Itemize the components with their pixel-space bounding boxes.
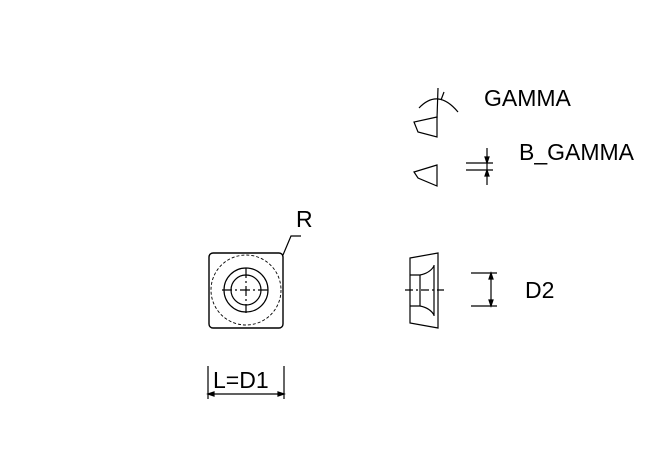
length-dimension (206, 366, 286, 399)
radius-leader (282, 235, 301, 256)
gamma-label: GAMMA (484, 85, 571, 111)
b-gamma-icon (413, 148, 493, 187)
d2-label: D2 (525, 277, 555, 303)
insert-side-view (405, 252, 444, 329)
insert-top-view (208, 252, 284, 329)
d2-dimension (471, 271, 497, 308)
b-gamma-label: B_GAMMA (519, 139, 635, 165)
radius-label: R (296, 206, 313, 232)
length-label: L=D1 (213, 367, 269, 393)
gamma-angle-icon (413, 87, 459, 138)
